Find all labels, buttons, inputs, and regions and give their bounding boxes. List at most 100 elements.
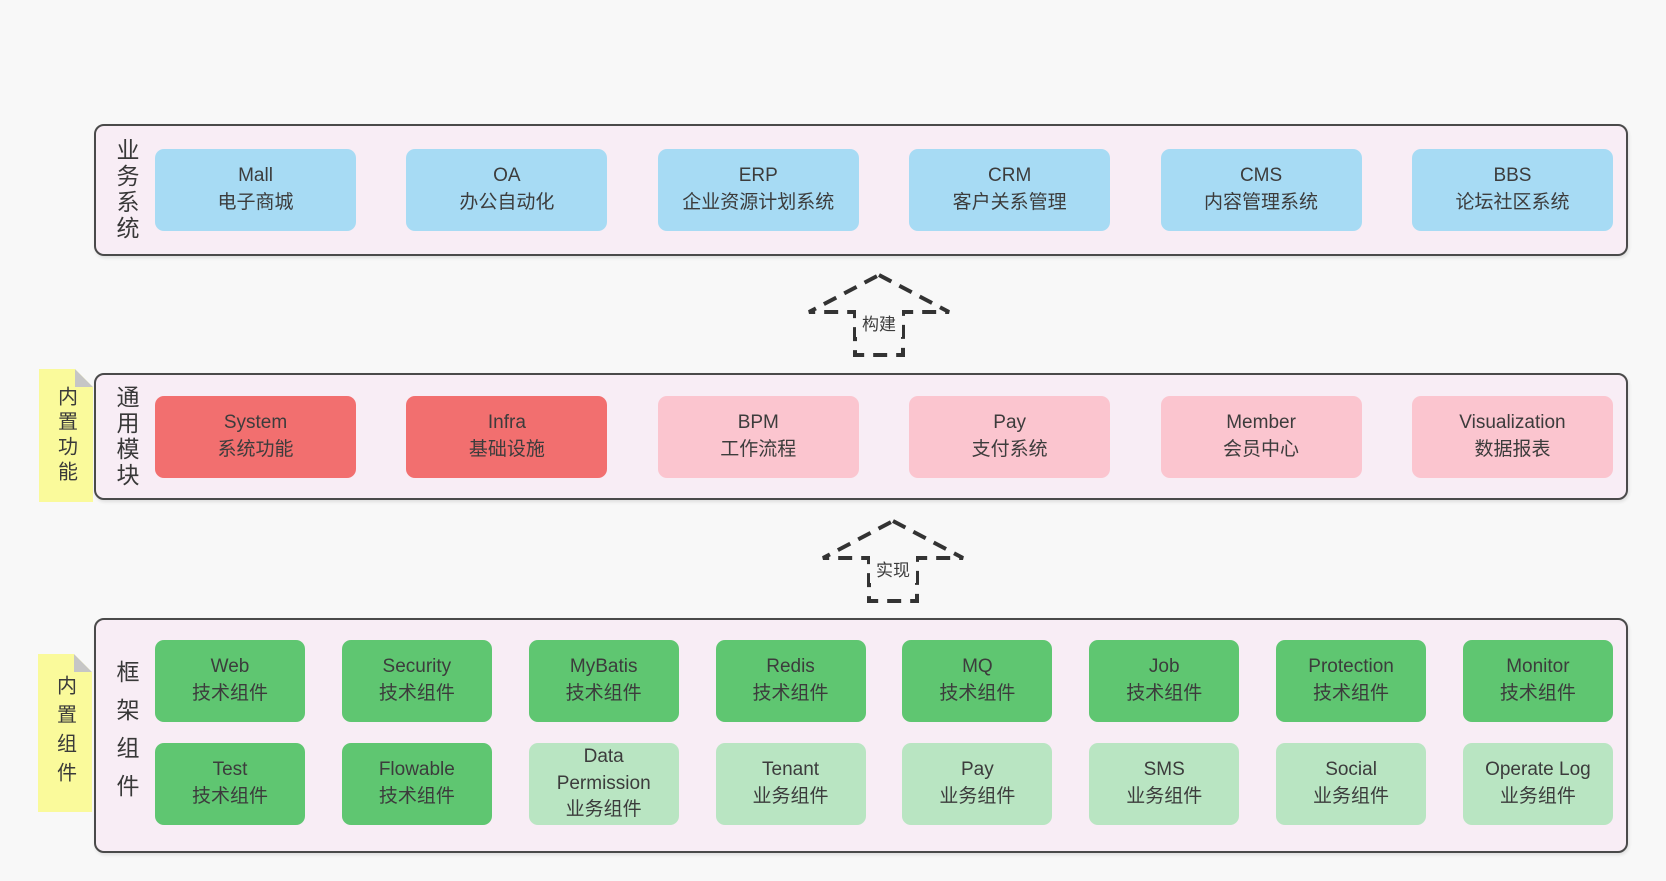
box-mq: MQ 技术组件	[902, 640, 1053, 722]
box-job: Job 技术组件	[1089, 640, 1240, 722]
box-web: Web 技术组件	[155, 640, 305, 722]
box-monitor: Monitor 技术组件	[1462, 640, 1613, 722]
box-title: ERP	[738, 165, 778, 187]
box-subtitle: 技术组件	[378, 683, 455, 704]
box-subtitle: 支付系统	[971, 439, 1048, 460]
box-title: Social	[1325, 759, 1377, 781]
box-title: MyBatis	[569, 656, 638, 678]
box-title: MQ	[962, 656, 993, 678]
box-title: Data Permission	[556, 745, 651, 794]
box-title: System	[223, 412, 288, 434]
box-oa: OA 办公自动化	[406, 149, 608, 231]
box-subtitle: 基础设施	[468, 439, 545, 460]
box-title: Test	[212, 759, 248, 781]
box-sms: SMS 业务组件	[1089, 743, 1240, 825]
box-title: Member	[1226, 412, 1296, 434]
box-title: Redis	[766, 656, 815, 678]
box-title: Tenant	[762, 759, 820, 781]
box-protection: Protection 技术组件	[1276, 640, 1427, 722]
panel-business-systems: 业务系统 Mall 电子商城 OA 办公自动化 ERP 企业资源计划系统 CRM…	[94, 124, 1628, 256]
box-mybatis: MyBatis 技术组件	[528, 640, 679, 722]
common-modules-row: System 系统功能 Infra 基础设施 BPM 工作流程 Pay 支付系统…	[155, 396, 1613, 478]
panel-framework-components: 框架组件 Web 技术组件 Security 技术组件 MyBatis 技术组件…	[94, 618, 1628, 853]
box-subtitle: 论坛社区系统	[1455, 192, 1570, 213]
box-erp: ERP 企业资源计划系统	[657, 149, 859, 231]
box-subtitle: 工作流程	[720, 439, 797, 460]
box-title: Job	[1148, 656, 1180, 678]
box-title: Pay	[993, 412, 1027, 434]
sticky-note-label: 内置功能	[54, 385, 77, 486]
sticky-note-builtin-components: 内置组件	[38, 654, 92, 812]
box-system: System 系统功能	[155, 396, 356, 478]
box-title: Mall	[238, 165, 273, 187]
box-title: Security	[382, 656, 452, 678]
box-title: Visualization	[1459, 412, 1566, 434]
box-title: BPM	[737, 412, 779, 434]
implement-arrow-icon: 实现	[822, 518, 964, 603]
box-security: Security 技术组件	[341, 640, 492, 722]
box-redis: Redis 技术组件	[715, 640, 866, 722]
box-subtitle: 技术组件	[1313, 683, 1390, 704]
box-subtitle: 业务组件	[939, 786, 1016, 807]
box-subtitle: 技术组件	[939, 683, 1016, 704]
framework-components-row-1: Web 技术组件 Security 技术组件 MyBatis 技术组件 Redi…	[155, 640, 1613, 722]
panel-label-framework-components: 框架组件	[113, 659, 139, 812]
box-member: Member 会员中心	[1160, 396, 1362, 478]
fold-corner-icon	[74, 654, 92, 672]
build-arrow-icon: 构建	[808, 272, 950, 357]
box-subtitle: 办公自动化	[459, 192, 555, 213]
box-title: Protection	[1308, 656, 1394, 678]
box-title: BBS	[1493, 165, 1532, 187]
box-social: Social 业务组件	[1276, 743, 1427, 825]
box-subtitle: 业务组件	[752, 786, 829, 807]
arrow-label: 实现	[876, 561, 910, 580]
box-subtitle: 内容管理系统	[1204, 192, 1319, 213]
business-systems-row: Mall 电子商城 OA 办公自动化 ERP 企业资源计划系统 CRM 客户关系…	[155, 149, 1613, 231]
arrow-label-bg	[870, 556, 916, 583]
arrow-label-bg	[856, 310, 902, 337]
box-operate-log: Operate Log 业务组件	[1462, 743, 1613, 825]
box-subtitle: 技术组件	[191, 786, 268, 807]
box-subtitle: 技术组件	[1499, 683, 1576, 704]
box-title: Pay	[961, 759, 994, 781]
box-title: Monitor	[1506, 656, 1570, 678]
box-subtitle: 业务组件	[1499, 786, 1576, 807]
box-subtitle: 技术组件	[378, 786, 455, 807]
box-pay: Pay 支付系统	[909, 396, 1111, 478]
box-title: Web	[210, 656, 250, 678]
box-title: Operate Log	[1485, 759, 1591, 781]
box-visualization: Visualization 数据报表	[1411, 396, 1613, 478]
box-subtitle: 企业资源计划系统	[682, 192, 835, 213]
box-subtitle: 技术组件	[565, 683, 642, 704]
box-subtitle: 业务组件	[565, 799, 642, 821]
box-title: OA	[493, 165, 521, 187]
box-subtitle: 会员中心	[1223, 439, 1300, 460]
panel-label-business-systems: 业务系统	[113, 138, 139, 242]
panel-common-modules: 通用模块 System 系统功能 Infra 基础设施 BPM 工作流程 Pay…	[94, 373, 1628, 500]
box-subtitle: 系统功能	[217, 439, 294, 460]
box-bpm: BPM 工作流程	[657, 396, 859, 478]
box-test: Test 技术组件	[155, 743, 305, 825]
box-subtitle: 技术组件	[752, 683, 829, 704]
box-flowable: Flowable 技术组件	[341, 743, 492, 825]
box-cms: CMS 内容管理系统	[1160, 149, 1362, 231]
fold-corner-icon	[75, 369, 93, 387]
box-tenant: Tenant 业务组件	[715, 743, 866, 825]
arrow-label: 构建	[862, 315, 896, 334]
box-title: CMS	[1239, 165, 1283, 187]
box-title: Flowable	[378, 759, 455, 781]
box-subtitle: 技术组件	[1126, 683, 1203, 704]
box-subtitle: 业务组件	[1313, 786, 1390, 807]
sticky-note-label: 内置组件	[53, 675, 76, 791]
box-crm: CRM 客户关系管理	[909, 149, 1111, 231]
box-subtitle: 客户关系管理	[952, 192, 1067, 213]
sticky-note-builtin-features: 内置功能	[39, 369, 93, 502]
box-bbs: BBS 论坛社区系统	[1411, 149, 1613, 231]
box-subtitle: 业务组件	[1126, 786, 1203, 807]
box-subtitle: 数据报表	[1474, 439, 1551, 460]
box-title: CRM	[988, 165, 1032, 187]
box-subtitle: 技术组件	[191, 683, 268, 704]
box-title: Infra	[487, 412, 526, 434]
box-mall: Mall 电子商城	[155, 149, 356, 231]
